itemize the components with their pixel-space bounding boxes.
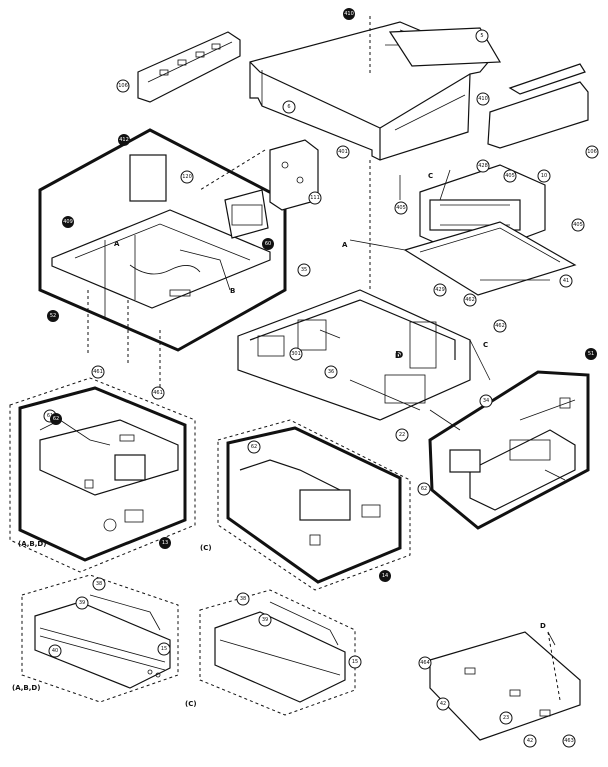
- svg-text:62: 62: [251, 444, 257, 450]
- svg-text:34: 34: [483, 398, 489, 404]
- svg-text:401: 401: [338, 149, 348, 155]
- svg-text:6: 6: [287, 104, 290, 110]
- svg-text:42: 42: [440, 701, 446, 707]
- svg-text:52: 52: [50, 313, 56, 319]
- ref-b-1: B: [230, 287, 235, 295]
- svg-text:35: 35: [301, 267, 307, 273]
- svg-text:106: 106: [587, 149, 597, 155]
- svg-text:42: 42: [527, 738, 533, 744]
- svg-text:36: 36: [328, 369, 334, 375]
- svg-text:405: 405: [505, 173, 515, 179]
- ref-d-2: D: [540, 622, 546, 630]
- svg-text:22: 22: [399, 432, 405, 438]
- front-panel-abd-outline: [21, 574, 179, 703]
- ref-c-2: C: [483, 341, 488, 349]
- svg-text:409: 409: [63, 219, 73, 225]
- svg-text:429: 429: [435, 287, 445, 293]
- svg-text:60: 60: [265, 241, 271, 247]
- svg-text:23: 23: [503, 715, 509, 721]
- ref-c-1: C: [428, 172, 433, 180]
- top-cover-strip: [388, 27, 502, 67]
- svg-text:15: 15: [161, 646, 167, 652]
- svg-text:39: 39: [262, 617, 268, 623]
- svg-text:61: 61: [47, 413, 53, 419]
- ref-d-1: D: [395, 352, 401, 360]
- svg-text:412: 412: [119, 137, 129, 143]
- svg-text:10: 10: [541, 173, 547, 179]
- letter-labels: A A B C C D D D: [114, 172, 546, 630]
- main-board: [51, 154, 271, 390]
- ref-a-1: A: [114, 240, 120, 248]
- svg-text:51: 51: [588, 351, 594, 357]
- svg-text:38: 38: [240, 596, 246, 602]
- variant-c-front: (C): [185, 700, 197, 708]
- svg-text:38: 38: [96, 581, 102, 587]
- mech-base-plate: [403, 221, 577, 296]
- svg-text:62: 62: [53, 416, 59, 422]
- svg-text:15: 15: [352, 659, 358, 665]
- svg-text:462: 462: [495, 323, 505, 329]
- svg-text:405: 405: [573, 222, 583, 228]
- power-board: [449, 397, 576, 511]
- svg-text:463: 463: [564, 738, 574, 744]
- bottom-plate: [429, 631, 581, 741]
- svg-text:40: 40: [52, 648, 58, 654]
- svg-text:14: 14: [382, 573, 388, 579]
- svg-text:62: 62: [421, 486, 427, 492]
- svg-text:461: 461: [93, 369, 103, 375]
- svg-text:5: 5: [480, 33, 483, 39]
- front-panel-top: [137, 31, 241, 103]
- svg-text:405: 405: [396, 205, 406, 211]
- main-board-outline: [38, 128, 287, 352]
- c-board-outline: [217, 419, 411, 591]
- abd-board-outline: [9, 377, 196, 573]
- leader-lines: [199, 149, 550, 431]
- callout-top: 410: [344, 11, 354, 17]
- svg-text:410: 410: [478, 96, 488, 102]
- front-panel-abd: [34, 594, 171, 689]
- variant-c-board: (C): [200, 544, 212, 552]
- chassis: [237, 289, 471, 421]
- svg-text:39: 39: [79, 600, 85, 606]
- svg-text:301: 301: [291, 351, 301, 357]
- callout-bubbles: 410 5 106 6 410 106 412 401 120 111 409 …: [43, 8, 599, 748]
- power-board-outline: [428, 370, 590, 530]
- svg-text:462: 462: [465, 297, 475, 303]
- svg-text:111: 111: [310, 195, 320, 201]
- variant-labels: (A,B,D) (C) (A,B,D) (C): [12, 540, 212, 708]
- svg-text:461: 461: [153, 390, 163, 396]
- svg-text:13: 13: [162, 540, 168, 546]
- chassis-main-label: D: [395, 350, 403, 361]
- svg-text:41: 41: [563, 278, 569, 284]
- abd-board: [39, 419, 179, 532]
- front-panel-c-outline: [199, 589, 356, 716]
- variant-abd-front: (A,B,D): [12, 684, 40, 692]
- ref-a-2: A: [342, 241, 348, 249]
- c-board: [239, 459, 381, 546]
- front-panel-c: [214, 601, 346, 703]
- variant-abd-board: (A,B,D): [18, 540, 46, 548]
- svg-text:106: 106: [118, 83, 128, 89]
- front-panel-right: [487, 63, 589, 149]
- svg-text:120: 120: [182, 174, 192, 180]
- svg-text:428: 428: [478, 163, 488, 169]
- svg-text:464: 464: [420, 660, 430, 666]
